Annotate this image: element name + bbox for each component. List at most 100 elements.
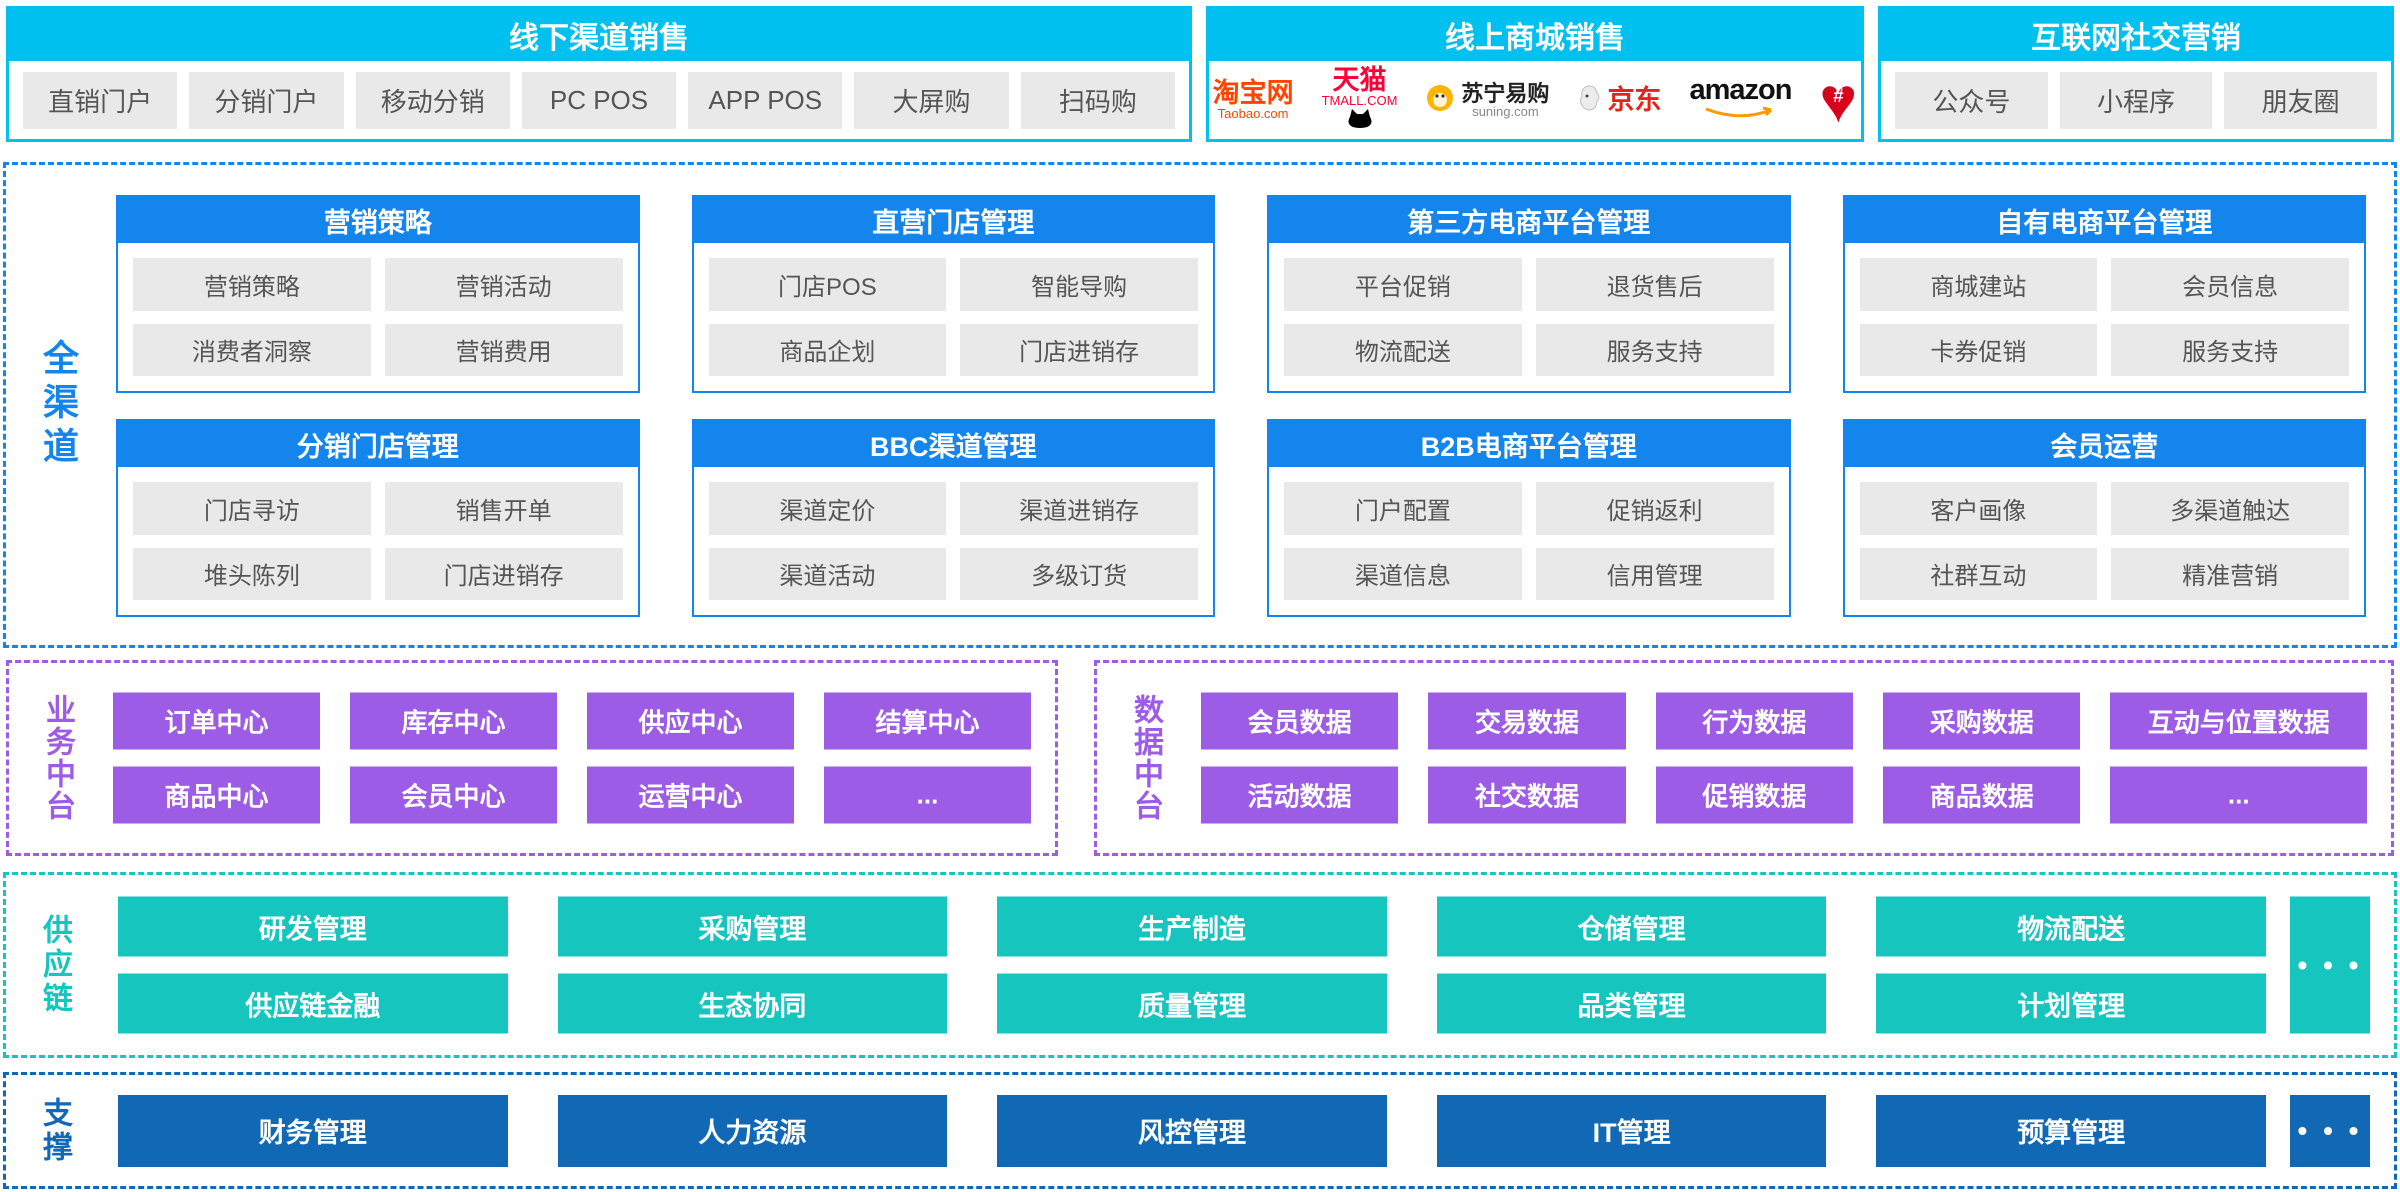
group-item: 多级订货: [960, 547, 1198, 600]
supply-block: 采购管理: [557, 896, 948, 957]
support-blocks: 财务管理 人力资源 风控管理 IT管理 预算管理: [118, 1094, 2266, 1167]
jd-logo: 京东: [1577, 84, 1661, 117]
offline-channel-title: 线下渠道销售: [9, 9, 1189, 61]
support-block: 预算管理: [1876, 1094, 2266, 1167]
supply-block: 品类管理: [1436, 973, 1827, 1034]
group-item: 服务支持: [1535, 323, 1774, 376]
support-block: IT管理: [1436, 1094, 1827, 1167]
support-label: 支撑: [38, 1096, 71, 1165]
center-block: 供应中心: [587, 692, 794, 750]
channel-item: APP POS: [688, 71, 843, 129]
group-item: 营销费用: [384, 323, 623, 376]
group-item: 信用管理: [1535, 547, 1774, 600]
social-marketing-section: 互联网社交营销 公众号 小程序 朋友圈: [1878, 6, 2394, 142]
center-block: 结算中心: [824, 692, 1031, 750]
data-block: 交易数据: [1428, 692, 1626, 750]
data-block: 会员数据: [1201, 692, 1399, 750]
channel-item: 直销门户: [23, 71, 178, 129]
support-more-block: • • •: [2290, 1094, 2370, 1167]
tmall-cat-icon: [1347, 108, 1373, 135]
group-item: 物流配送: [1284, 323, 1522, 376]
supply-more-block: • • •: [2290, 896, 2370, 1034]
group-item: 商城建站: [1859, 258, 2098, 311]
supply-block: 仓储管理: [1436, 896, 1827, 957]
group-title: BBC渠道管理: [693, 421, 1213, 467]
online-mall-title: 线上商城销售: [1209, 9, 1861, 61]
group-item: 卡券促销: [1859, 323, 2098, 376]
group-item: 堆头陈列: [133, 547, 371, 600]
data-block: 行为数据: [1655, 692, 1854, 750]
group-item: 平台促销: [1284, 258, 1522, 311]
group-item: 门店POS: [708, 258, 947, 311]
group-item: 门店进销存: [384, 547, 623, 600]
group-item: 营销活动: [384, 258, 623, 311]
amazon-logo: amazon: [1689, 75, 1792, 125]
group-card-direct-store: 直营门店管理 门店POS 智能导购 商品企划 门店进销存: [691, 195, 1215, 393]
social-marketing-title: 互联网社交营销: [1881, 9, 2391, 61]
group-item: 渠道进销存: [960, 482, 1198, 535]
omnichannel-label: 全渠道: [38, 339, 79, 471]
top-channel-band: 线下渠道销售 直销门户 分销门户 移动分销 PC POS APP POS 大屏购…: [6, 6, 2394, 142]
supply-block: 生态协同: [557, 973, 948, 1034]
group-card-member-operation: 会员运营 客户画像 多渠道触达 社群互动 精准营销: [1842, 419, 2366, 617]
group-item: 促销返利: [1535, 482, 1774, 535]
group-item: 多渠道触达: [2111, 482, 2349, 535]
supply-chain-blocks: 研发管理 采购管理 生产制造 仓储管理 物流配送 供应链金融 生态协同 质量管理…: [118, 896, 2266, 1034]
online-mall-logos: 淘宝网 Taobao.com 天猫 TMALL.COM: [1209, 61, 1861, 139]
channel-item: 朋友圈: [2224, 71, 2378, 129]
heart-mosaic-logo: ♥ #: [1819, 64, 1858, 136]
group-item: 服务支持: [2111, 323, 2349, 376]
group-item: 社群互动: [1859, 547, 2098, 600]
group-item: 消费者洞察: [133, 323, 371, 376]
supply-chain-band: 供应链 研发管理 采购管理 生产制造 仓储管理 物流配送 供应链金融 生态协同 …: [3, 872, 2397, 1058]
group-title: B2B电商平台管理: [1269, 421, 1789, 467]
data-block: 活动数据: [1201, 766, 1399, 824]
amazon-smile-icon: [1703, 106, 1777, 125]
group-item: 渠道活动: [708, 547, 947, 600]
center-block: 会员中心: [350, 766, 557, 824]
group-item: 门店进销存: [960, 323, 1198, 376]
online-mall-section: 线上商城销售 淘宝网 Taobao.com 天猫 TMALL.COM: [1206, 6, 1864, 142]
supply-block: 计划管理: [1876, 973, 2266, 1034]
center-block: 商品中心: [113, 766, 320, 824]
social-marketing-items: 公众号 小程序 朋友圈: [1881, 61, 2391, 139]
taobao-logo: 淘宝网 Taobao.com: [1212, 78, 1294, 122]
center-block: 订单中心: [113, 692, 320, 750]
group-title: 第三方电商平台管理: [1269, 197, 1789, 243]
channel-item: 分销门户: [189, 71, 344, 129]
jd-dog-icon: [1577, 84, 1601, 117]
group-card-marketing-strategy: 营销策略 营销策略 营销活动 消费者洞察 营销费用: [116, 195, 640, 393]
center-block-more: ...: [824, 766, 1031, 824]
data-block: 采购数据: [1883, 692, 2081, 750]
tmall-logo: 天猫 TMALL.COM: [1322, 65, 1397, 135]
group-title: 直营门店管理: [693, 197, 1213, 243]
group-title: 分销门店管理: [118, 421, 638, 467]
center-block: 运营中心: [587, 766, 794, 824]
suning-lion-icon: [1425, 83, 1455, 118]
group-card-b2b-ec: B2B电商平台管理 门户配置 促销返利 渠道信息 信用管理: [1267, 419, 1791, 617]
supply-block: 研发管理: [118, 896, 508, 957]
business-platform-band: 业务中台 订单中心 库存中心 供应中心 结算中心 商品中心 会员中心 运营中心 …: [6, 660, 1058, 856]
suning-logo: 苏宁易购 suning.com: [1425, 82, 1549, 119]
offline-channel-items: 直销门户 分销门户 移动分销 PC POS APP POS 大屏购 扫码购: [9, 61, 1189, 139]
offline-channel-section: 线下渠道销售 直销门户 分销门户 移动分销 PC POS APP POS 大屏购…: [6, 6, 1192, 142]
supply-block: 物流配送: [1876, 896, 2266, 957]
channel-item: 移动分销: [355, 71, 510, 129]
data-platform-band: 数据中台 会员数据 交易数据 行为数据 采购数据 互动与位置数据 活动数据 社交…: [1094, 660, 2394, 856]
data-block: 商品数据: [1883, 766, 2081, 824]
group-card-own-ec: 自有电商平台管理 商城建站 会员信息 卡券促销 服务支持: [1842, 195, 2366, 393]
group-card-bbc-channel: BBC渠道管理 渠道定价 渠道进销存 渠道活动 多级订货: [691, 419, 1215, 617]
group-item: 会员信息: [2111, 258, 2349, 311]
group-item: 渠道信息: [1284, 547, 1522, 600]
group-item: 精准营销: [2111, 547, 2349, 600]
channel-item: 扫码购: [1020, 71, 1175, 129]
data-block: 互动与位置数据: [2110, 692, 2367, 750]
business-platform-blocks: 订单中心 库存中心 供应中心 结算中心 商品中心 会员中心 运营中心 ...: [113, 692, 1031, 824]
group-item: 智能导购: [960, 258, 1198, 311]
support-band: 支撑 财务管理 人力资源 风控管理 IT管理 预算管理 • • •: [3, 1072, 2397, 1189]
data-block: 促销数据: [1655, 766, 1854, 824]
supply-block: 供应链金融: [118, 973, 508, 1034]
channel-item: 小程序: [2059, 71, 2213, 129]
support-block: 人力资源: [557, 1094, 948, 1167]
channel-item: 大屏购: [854, 71, 1009, 129]
